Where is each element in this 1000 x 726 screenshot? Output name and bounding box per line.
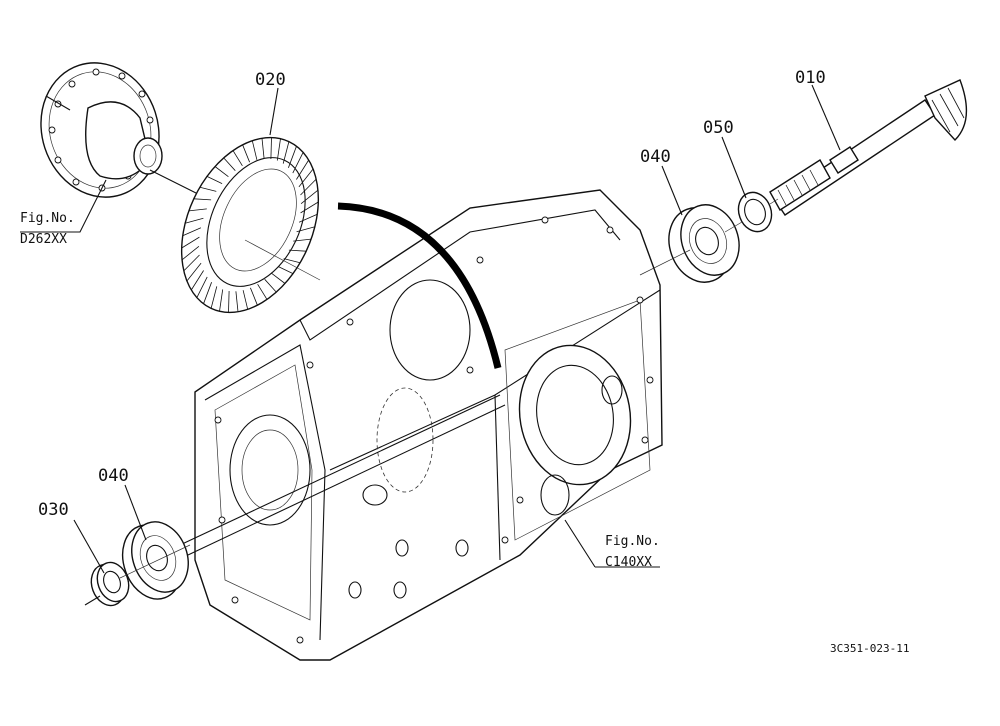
fig-ref-prefix-differential: Fig.No. xyxy=(20,211,75,226)
pinion-shaft-010 xyxy=(769,79,968,216)
part-label-050: 050 xyxy=(703,118,734,138)
gear-tooth xyxy=(188,208,207,212)
gear-tooth xyxy=(300,189,319,205)
gear-tooth xyxy=(196,276,208,298)
seal-030 xyxy=(84,561,130,607)
gear-tooth xyxy=(210,286,218,309)
gear-tooth xyxy=(199,186,217,192)
gear-tooth xyxy=(300,178,317,196)
gear-tooth xyxy=(183,254,200,272)
gear-tooth xyxy=(214,166,229,178)
fig-ref-prefix-case: Fig.No. xyxy=(605,534,660,549)
fig-ref-code-differential: D262XX xyxy=(20,232,67,247)
gear-tooth xyxy=(193,198,212,201)
gear-tooth xyxy=(288,146,297,168)
gear-tooth xyxy=(300,201,319,214)
gear-tooth xyxy=(270,137,272,160)
gear-tooth xyxy=(298,213,318,223)
axis-lines xyxy=(119,198,779,579)
gear-tooth xyxy=(190,270,204,291)
part-label-010: 010 xyxy=(795,68,826,88)
gear-tooth xyxy=(250,287,258,306)
gear-tooth xyxy=(235,291,239,312)
gear-tooth xyxy=(242,290,249,310)
ring-050 xyxy=(737,191,773,233)
gear-tooth xyxy=(288,249,307,252)
gear-tooth xyxy=(228,290,230,313)
bevel-gear-020 xyxy=(180,136,320,314)
gear-tooth xyxy=(276,138,281,161)
gear-tooth xyxy=(277,266,294,274)
gear-tooth xyxy=(296,159,310,180)
gear-tooth xyxy=(206,176,223,184)
assembly-arrow xyxy=(337,202,502,369)
gear-tooth xyxy=(251,140,258,160)
part-label-030: 030 xyxy=(38,500,69,520)
gear-tooth xyxy=(232,150,243,167)
gear-tooth xyxy=(261,138,265,159)
leader-lines xyxy=(20,84,841,574)
gear-tooth xyxy=(264,279,277,293)
bearing-040-right xyxy=(668,204,740,283)
gear-tooth xyxy=(298,168,314,188)
gear-tooth xyxy=(283,258,301,264)
gear-tooth xyxy=(184,217,204,224)
gear-tooth xyxy=(181,236,200,249)
gear-tooth xyxy=(223,157,236,171)
gear-tooth xyxy=(203,282,212,304)
gear-tooth xyxy=(292,152,304,174)
gear-tooth xyxy=(271,272,286,284)
gear-tooth xyxy=(282,141,290,164)
gear-tooth xyxy=(181,245,200,261)
part-label-040-left: 040 xyxy=(98,466,129,486)
gear-tooth xyxy=(186,262,202,282)
gear-tooth xyxy=(293,238,312,242)
drawing-code: 3C351-023-11 xyxy=(830,642,909,655)
part-label-040-right: 040 xyxy=(640,147,671,167)
gear-tooth xyxy=(219,289,224,312)
gear-tooth xyxy=(182,227,202,237)
gear-tooth xyxy=(296,226,316,233)
gear-tooth xyxy=(242,144,250,163)
fig-ref-code-case: C140XX xyxy=(605,555,652,570)
differential-assembly xyxy=(40,62,201,198)
transmission-case xyxy=(179,189,663,661)
gear-tooth xyxy=(257,283,268,300)
part-label-020: 020 xyxy=(255,70,286,90)
